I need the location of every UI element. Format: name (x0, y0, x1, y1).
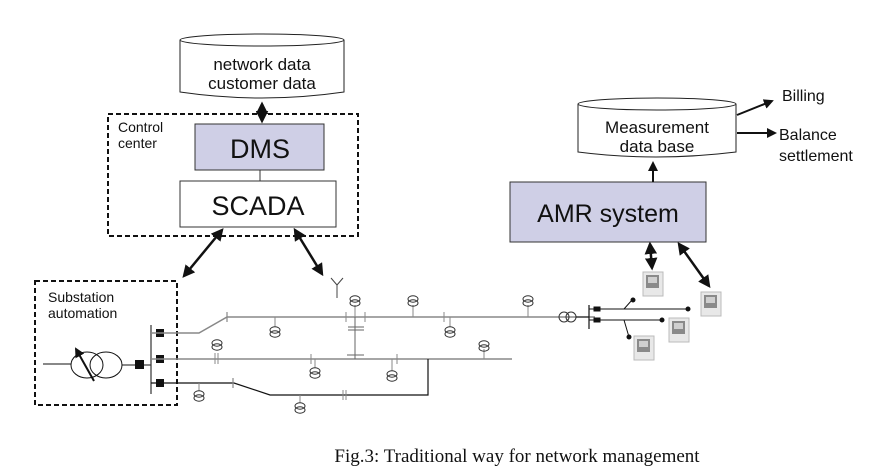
balance-label-1: Balance (779, 127, 837, 144)
database-line1: network data (213, 55, 311, 74)
control-center-label-1: Control (118, 119, 163, 135)
dms-label: DMS (230, 134, 290, 164)
amr-meter-arrow-2 (677, 241, 711, 289)
scada-box (179, 180, 337, 228)
dms-box (194, 123, 325, 171)
substation-label-2: automation (48, 305, 117, 321)
network-customer-database: network data customer data (179, 33, 345, 99)
substation-boundary (34, 280, 178, 406)
measurement-db-line2: data base (620, 137, 695, 156)
control-center-label-2: center (118, 135, 157, 151)
figure-caption: Fig.3: Traditional way for network manag… (334, 446, 700, 467)
control-center-boundary (107, 113, 359, 237)
billing-arrow (736, 99, 774, 116)
amr-meter-arrow-1 (644, 241, 658, 271)
measurement-db-line1: Measurement (605, 118, 709, 137)
low-voltage-network (576, 297, 691, 340)
scada-substation-arrow (182, 228, 224, 278)
breaker-main (135, 360, 144, 369)
scada-label: SCADA (211, 191, 304, 221)
balance-label-2: settlement (779, 148, 853, 165)
antenna-icon (330, 277, 344, 298)
substation-label-1: Substation (48, 289, 114, 305)
measurement-database: Measurement data base (577, 97, 737, 158)
distribution-network (151, 305, 595, 404)
tap-changer-transformer-icon (43, 347, 135, 382)
database-line2: customer data (208, 74, 316, 93)
billing-label: Billing (782, 88, 825, 105)
amr-system-label: AMR system (537, 200, 679, 228)
scada-radio-arrow (293, 227, 324, 277)
amr-system-box (509, 181, 707, 243)
